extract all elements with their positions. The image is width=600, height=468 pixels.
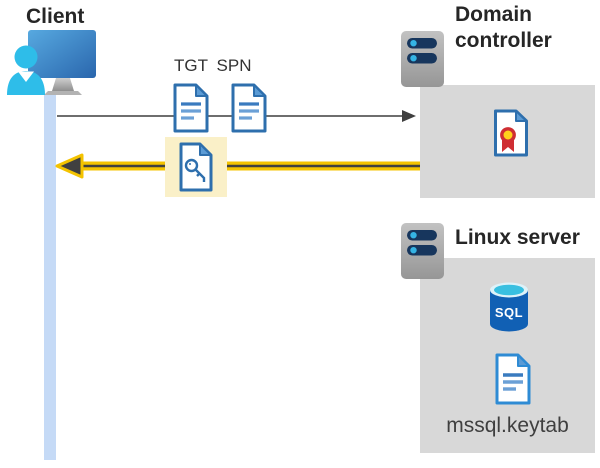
keytab-filename-label: mssql.keytab [446, 414, 569, 437]
person-collar [18, 71, 34, 82]
tgt-document-icon [173, 83, 209, 133]
request-arrow [57, 110, 416, 122]
client-lifeline [44, 94, 56, 460]
response-arrow [55, 153, 420, 179]
spn-document-icon [231, 83, 267, 133]
sql-database-icon: SQL [490, 282, 528, 332]
certificate-icon [494, 109, 528, 157]
monitor-base [44, 91, 82, 95]
spn-label: SPN [216, 56, 252, 75]
person-body [7, 71, 45, 95]
client-label: Client [26, 5, 85, 28]
client-workstation-icon [7, 30, 96, 95]
sql-icon-label: SQL [495, 305, 523, 320]
keytab-document-icon [495, 353, 531, 405]
key-glyph [184, 158, 206, 182]
tgt-label: TGT [174, 56, 208, 75]
linux-server-label: Linux server [455, 226, 580, 249]
monitor-shape [28, 30, 96, 78]
domain-controller-label: Domain controller [455, 3, 552, 53]
monitor-stand [52, 78, 74, 91]
person-head [14, 45, 38, 69]
domain-controller-server-icon [401, 31, 444, 87]
key-document-icon [179, 142, 213, 192]
linux-server-icon [401, 223, 444, 279]
